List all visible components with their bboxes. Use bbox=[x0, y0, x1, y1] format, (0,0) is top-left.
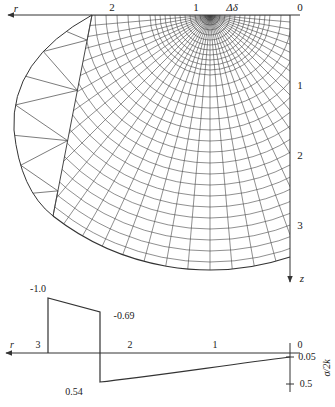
axis-label: 3 bbox=[36, 340, 41, 350]
slip-line bbox=[210, 15, 335, 71]
axis-label: z bbox=[300, 273, 304, 284]
slip-line bbox=[0, 15, 210, 43]
lobe-mesh bbox=[25, 76, 77, 90]
slip-line-mesh bbox=[0, 0, 335, 335]
slip-line bbox=[73, 0, 335, 152]
axis-label: Δδ bbox=[226, 2, 238, 13]
axis-label: 1 bbox=[297, 80, 303, 91]
axis-label: r bbox=[14, 3, 18, 14]
axis-label: 0 bbox=[298, 340, 303, 350]
slip-line bbox=[0, 15, 210, 221]
axis-label: -1.0 bbox=[30, 284, 46, 294]
slip-line bbox=[160, 0, 260, 65]
slip-line bbox=[0, 0, 335, 262]
slip-line bbox=[0, 15, 210, 124]
axis-label: 2 bbox=[109, 2, 115, 13]
axis-label: 0 bbox=[297, 2, 303, 13]
slip-line bbox=[0, 0, 335, 251]
lobe-mesh bbox=[15, 135, 68, 140]
axis-label: 0.05 bbox=[298, 352, 316, 362]
slip-line bbox=[18, 0, 335, 207]
slip-line bbox=[0, 15, 210, 98]
slip-line bbox=[0, 15, 210, 150]
axis-label: σ/2k bbox=[322, 359, 332, 376]
plot-r-axis bbox=[6, 353, 300, 354]
slip-line bbox=[210, 15, 335, 221]
slip-line bbox=[51, 0, 335, 174]
slip-line bbox=[62, 0, 335, 163]
slip-line bbox=[106, 0, 314, 119]
slip-line bbox=[170, 0, 250, 55]
slip-line bbox=[0, 15, 210, 175]
slip-line bbox=[139, 0, 281, 86]
outer-boundary bbox=[53, 216, 290, 270]
slip-line bbox=[4, 15, 210, 260]
slip-line bbox=[190, 0, 230, 35]
lobe-boundary bbox=[14, 15, 92, 216]
slip-line bbox=[180, 0, 240, 45]
slip-line bbox=[175, 0, 245, 50]
plot-stress-axis bbox=[290, 343, 291, 392]
slip-line bbox=[210, 15, 211, 335]
axis-label: 1 bbox=[193, 2, 199, 13]
lobe-mesh bbox=[15, 15, 92, 216]
slip-line bbox=[210, 15, 335, 292]
slip-line bbox=[155, 0, 265, 70]
slip-line bbox=[0, 0, 335, 240]
axis-label: 2 bbox=[297, 150, 303, 161]
axis-label: -0.69 bbox=[114, 311, 135, 321]
axis-label: r bbox=[10, 340, 14, 350]
lobe-mesh bbox=[33, 191, 58, 193]
axis-label: 0.5 bbox=[300, 379, 313, 389]
axis-label: 0.54 bbox=[65, 387, 83, 397]
slip-line bbox=[117, 0, 303, 108]
slip-line bbox=[165, 0, 255, 60]
axis-label: 3 bbox=[297, 220, 303, 231]
z-axis bbox=[290, 15, 291, 282]
slip-line bbox=[75, 15, 210, 305]
slip-line bbox=[210, 15, 335, 277]
r-axis bbox=[8, 15, 300, 16]
slip-line bbox=[0, 15, 210, 241]
slip-line bbox=[40, 0, 335, 185]
slip-line bbox=[210, 15, 335, 260]
slip-line bbox=[0, 0, 335, 229]
slip-line bbox=[150, 0, 270, 75]
axis-label: 2 bbox=[128, 340, 133, 350]
tick bbox=[286, 384, 294, 385]
rigid-zone-mesh bbox=[14, 15, 92, 216]
slip-line bbox=[50, 15, 210, 292]
slip-line bbox=[210, 15, 335, 199]
slip-line bbox=[7, 0, 335, 218]
lobe-boundary bbox=[53, 15, 92, 216]
slip-line bbox=[210, 15, 335, 150]
lobe-mesh bbox=[66, 31, 87, 40]
axis-label: 1 bbox=[213, 340, 218, 350]
stress-curve bbox=[48, 298, 290, 382]
slip-line bbox=[26, 15, 210, 277]
